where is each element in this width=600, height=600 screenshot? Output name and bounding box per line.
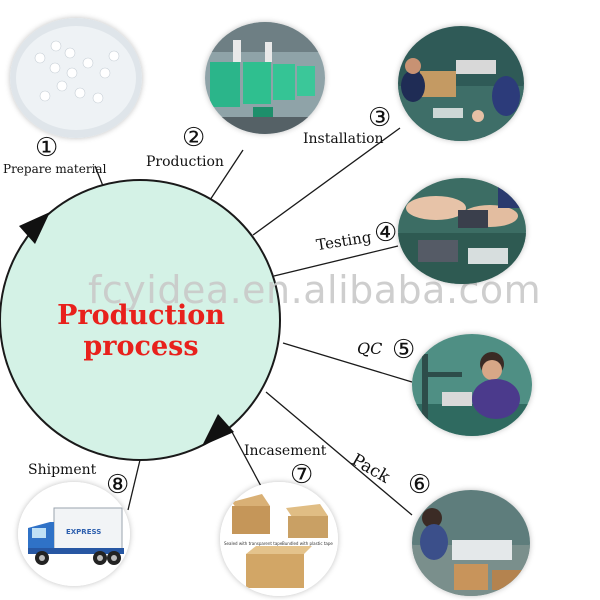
injection-machines-icon — [205, 22, 325, 134]
step-8-number: ⑧ — [106, 470, 130, 500]
diagram-title: Production process — [57, 300, 225, 362]
prepare-material-photo — [10, 18, 142, 138]
cartons-icon: Sealed with transparent tape Bundled wit… — [220, 482, 338, 596]
connector-7 — [231, 431, 263, 489]
connector-3 — [252, 127, 401, 236]
step-6-number: ⑥ — [408, 470, 432, 500]
truck-text: EXPRESS — [66, 528, 101, 536]
step-4-number: ④ — [374, 218, 398, 248]
step-2-number: ② — [182, 123, 206, 153]
connector-6 — [265, 391, 413, 516]
express-truck-icon: EXPRESS — [18, 482, 130, 586]
step-7-label: Incasement — [244, 443, 327, 459]
installation-photo — [398, 26, 524, 141]
step-5-label: QC — [357, 339, 383, 358]
step-3-number: ③ — [368, 103, 392, 133]
hands-testing-icon — [398, 178, 526, 284]
incasement-photo: Sealed with transparent tape Bundled wit… — [220, 482, 338, 596]
testing-photo — [398, 178, 526, 284]
plastic-pellets-icon — [10, 18, 142, 138]
carton-caption-1: Sealed with transparent tape — [224, 541, 283, 546]
connector-4 — [273, 245, 399, 277]
packing-worker-icon — [412, 490, 530, 596]
carton-caption-2: Bundled with plastic tape — [282, 541, 333, 546]
step-5-number: ⑤ — [392, 335, 416, 365]
workers-assembly-icon — [398, 26, 524, 141]
connector-8 — [127, 459, 141, 511]
connector-1 — [94, 165, 104, 187]
step-8-label: Shipment — [28, 462, 97, 478]
qc-photo — [412, 334, 532, 436]
arrow-top-icon — [19, 212, 50, 244]
connector-2 — [209, 149, 244, 201]
qc-inspector-icon — [412, 334, 532, 436]
pack-photo — [412, 490, 530, 596]
step-3-label: Installation — [303, 131, 384, 147]
arrow-bottom-icon — [202, 414, 234, 446]
connector-5 — [282, 342, 413, 383]
step-7-number: ⑦ — [290, 460, 314, 490]
step-1-label: Prepare material — [3, 162, 107, 176]
step-1-number: ① — [35, 133, 59, 163]
main-circle — [0, 179, 281, 461]
step-2-label: Production — [146, 154, 224, 170]
shipment-photo: EXPRESS — [18, 482, 130, 586]
production-photo — [205, 22, 325, 134]
